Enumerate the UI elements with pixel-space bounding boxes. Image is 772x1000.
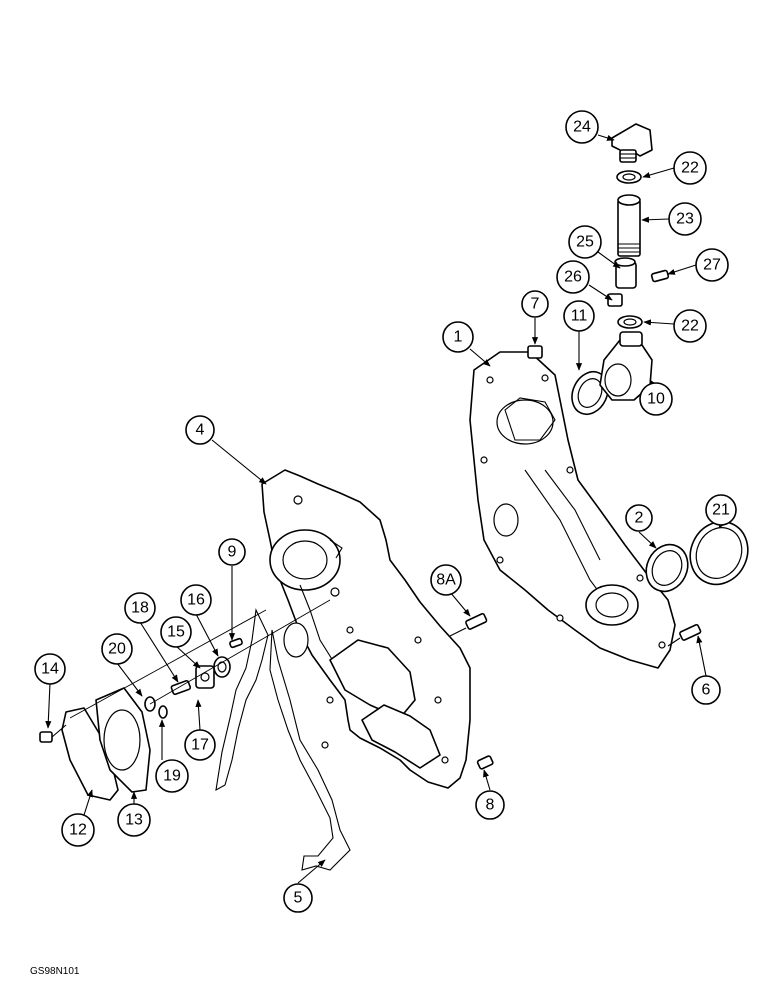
callout-7: 7 [521,290,549,318]
rear-cover-plate [469,351,676,669]
svg-text:20: 20 [108,641,126,658]
svg-text:23: 23 [676,211,694,228]
callout-9: 9 [218,538,246,566]
svg-text:6: 6 [702,682,711,699]
callout-13: 13 [117,803,151,837]
callout-27: 27 [695,248,729,282]
svg-text:5: 5 [294,890,303,907]
svg-text:26: 26 [564,269,582,286]
front-plate [61,707,119,801]
small-hardware [39,345,702,770]
svg-text:24: 24 [573,119,591,136]
svg-text:12: 12 [69,822,87,839]
callout-6: 6 [691,675,721,705]
callout-1: 1 [442,321,474,353]
callout-14: 14 [34,653,66,685]
callout-15: 15 [160,616,192,648]
callout-10: 10 [639,382,673,416]
svg-text:15: 15 [167,624,185,641]
svg-text:8A: 8A [436,572,456,589]
callout-22-upper: 22 [673,151,707,185]
front-plate-gasket [95,687,151,793]
callout-18: 18 [124,592,156,624]
callout-22-lower: 22 [673,309,707,343]
oil-seals [571,371,749,593]
svg-text:8: 8 [486,797,495,814]
callout-8: 8 [475,790,505,820]
callout-12: 12 [61,813,95,847]
callout-21: 21 [705,494,737,526]
svg-text:14: 14 [41,661,59,678]
svg-text:25: 25 [576,234,594,251]
callout-8a: 8A [430,564,462,596]
svg-text:16: 16 [187,592,205,609]
svg-text:22: 22 [681,318,699,335]
svg-text:13: 13 [125,812,143,829]
svg-text:7: 7 [531,296,540,313]
callout-11: 11 [563,300,595,332]
callout-4: 4 [185,415,215,445]
svg-text:22: 22 [681,160,699,177]
callout-16: 16 [180,584,212,616]
leader-lines [45,134,726,884]
callout-24: 24 [565,110,599,144]
gear-cover-gasket [215,608,351,871]
svg-text:27: 27 [703,257,721,274]
figure-reference-code: GS98N101 [30,966,80,977]
callout-20: 20 [101,633,133,665]
callout-25: 25 [568,225,602,259]
callout-5: 5 [283,883,313,913]
oil-filler-assembly [599,123,670,401]
svg-text:21: 21 [712,502,730,519]
svg-text:18: 18 [131,600,149,617]
svg-text:4: 4 [196,422,205,439]
gear-cover-housing [261,469,471,789]
svg-text:1: 1 [454,329,463,346]
svg-text:19: 19 [163,768,181,785]
svg-text:2: 2 [635,510,644,527]
callout-23: 23 [668,202,702,236]
svg-text:9: 9 [228,544,237,561]
callout-17: 17 [184,729,216,761]
callout-26: 26 [556,260,590,294]
svg-text:11: 11 [571,308,588,325]
callout-19: 19 [155,759,189,793]
callout-2: 2 [625,504,653,532]
svg-text:17: 17 [191,737,209,754]
svg-text:10: 10 [647,391,665,408]
